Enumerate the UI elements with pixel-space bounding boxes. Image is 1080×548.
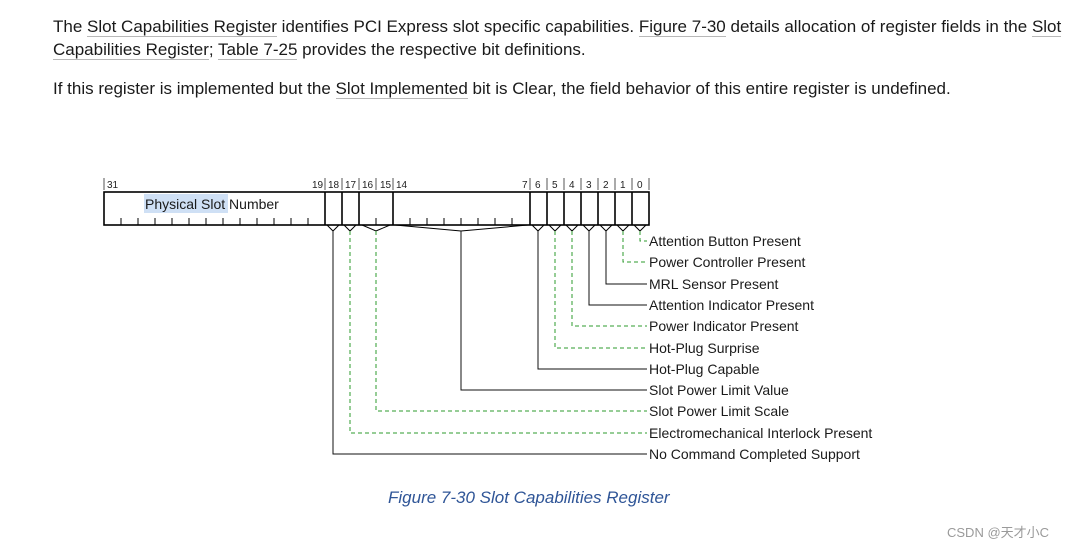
text-run: If this register is implemented but the: [53, 79, 336, 98]
bit-label-6: 6: [535, 180, 541, 191]
bit-label-separators: [103, 178, 650, 190]
leader-mrl-sensor: [605, 231, 647, 285]
leader-hot-plug-capable: [537, 231, 647, 370]
slot-capabilities-register-link-2[interactable]: Slot Capabilities Register: [53, 17, 1062, 60]
leader-hot-plug-surprise: [554, 231, 647, 349]
slot-implemented-link[interactable]: Slot Implemented: [335, 79, 468, 99]
field-labels: Attention Button Present Power Controlle…: [649, 233, 872, 462]
register-field-dividers: [324, 192, 633, 225]
field-label-mrl-sensor-present: MRL Sensor Present: [649, 276, 779, 292]
leader-no-command-completed: [332, 231, 647, 455]
bit-label-18: 18: [328, 180, 340, 191]
field-label-no-command-completed-support: No Command Completed Support: [649, 446, 860, 462]
bit-label-19: 19: [312, 180, 324, 191]
bit-label-15: 15: [380, 180, 392, 191]
table-7-25-link[interactable]: Table 7-25: [218, 40, 298, 60]
field-label-power-indicator-present: Power Indicator Present: [649, 318, 799, 334]
text-run: details allocation of register fields in…: [725, 17, 1032, 36]
bit-label-17: 17: [345, 180, 357, 191]
field-label-slot-power-limit-value: Slot Power Limit Value: [649, 382, 789, 398]
text-run: provides the respective bit definitions.: [297, 40, 586, 59]
field-label-hot-plug-surprise: Hot-Plug Surprise: [649, 340, 760, 356]
leader-attention-button: [639, 231, 647, 242]
leader-power-controller: [622, 231, 647, 263]
field-label-slot-power-limit-scale: Slot Power Limit Scale: [649, 403, 789, 419]
field-label-power-controller-present: Power Controller Present: [649, 254, 806, 270]
bit-label-5: 5: [552, 180, 558, 191]
bit-label-14: 14: [396, 180, 408, 191]
bit-label-31: 31: [107, 180, 119, 191]
watermark: CSDN @天才小C: [947, 525, 1050, 540]
leader-electromechanical-interlock: [349, 231, 647, 434]
bit-label-1: 1: [620, 180, 626, 191]
field-label-hot-plug-capable: Hot-Plug Capable: [649, 361, 760, 377]
physical-slot-number-label: Physical Slot Number: [145, 196, 279, 212]
bit-number-labels: 31 19 18 17 16 15 14 7 6 5 4 3 2 1 0: [107, 180, 643, 191]
bit-label-7: 7: [522, 180, 528, 191]
slot-capabilities-register-link[interactable]: Slot Capabilities Register: [87, 17, 277, 37]
bit-label-4: 4: [569, 180, 575, 191]
bit-label-16: 16: [362, 180, 374, 191]
field-label-electromechanical-interlock-present: Electromechanical Interlock Present: [649, 425, 872, 441]
text-run: ;: [208, 40, 219, 59]
field-carets: [326, 224, 647, 232]
leader-slot-power-limit-value: [460, 231, 647, 391]
bit-label-3: 3: [586, 180, 592, 191]
leader-slot-power-limit-scale: [375, 231, 647, 412]
field-label-attention-button-present: Attention Button Present: [649, 233, 801, 249]
bit-label-2: 2: [603, 180, 609, 191]
figure-7-30-link[interactable]: Figure 7-30: [638, 17, 726, 37]
undefined-behavior-paragraph: If this register is implemented but the …: [53, 77, 1063, 100]
field-label-attention-indicator-present: Attention Indicator Present: [649, 297, 814, 313]
bit-ticks: [120, 218, 513, 225]
physical-slot-highlight: [144, 194, 228, 213]
number-label-part: Number: [225, 196, 279, 212]
bit-label-0: 0: [637, 180, 643, 191]
leader-lines: [332, 231, 647, 455]
leader-power-indicator: [571, 231, 647, 327]
text-run: bit is Clear, the field behavior of this…: [467, 79, 951, 98]
text-run: The: [53, 17, 88, 36]
leader-attention-indicator: [588, 231, 647, 306]
text-run: identifies PCI Express slot specific cap…: [276, 17, 639, 36]
intro-paragraph: The Slot Capabilities Register identifie…: [53, 15, 1063, 61]
figure-caption: Figure 7-30 Slot Capabilities Register: [388, 488, 670, 507]
physical-slot-label-part: Physical Slot: [145, 196, 225, 212]
